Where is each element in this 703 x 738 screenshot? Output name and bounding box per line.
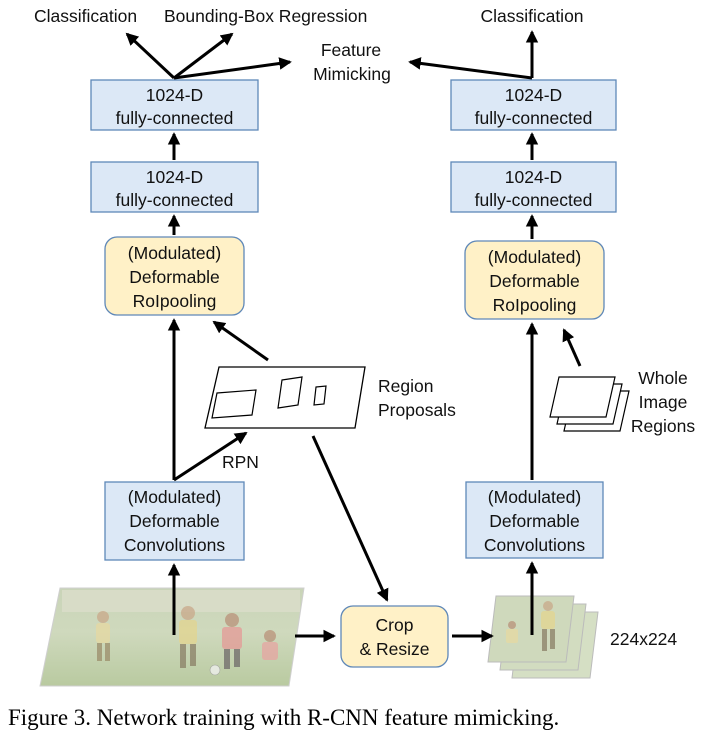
crop-resize-line2: & Resize	[359, 639, 429, 659]
cropped-region-stack	[487, 595, 599, 679]
bbox-regression-label: Bounding-Box Regression	[164, 6, 367, 26]
left-roipool-line3: RoIpooling	[133, 291, 217, 311]
left-conv-line2: Deformable	[129, 511, 219, 531]
right-roipool-line3: RoIpooling	[493, 295, 577, 315]
rpn-label: RPN	[222, 452, 259, 472]
left-fc-upper-line1: 1024-D	[146, 85, 203, 105]
input-image-soccer-photo	[39, 587, 305, 687]
arrows	[125, 30, 582, 643]
crop-resize-box: Crop & Resize	[340, 605, 449, 668]
right-fc-lower-box: 1024-D fully-connected	[450, 161, 617, 213]
left-fc-lower-line2: fully-connected	[116, 190, 234, 210]
whole-image-regions-stack	[549, 376, 630, 432]
whole-image-regions-line1: Whole	[638, 368, 688, 388]
left-roipool-box: (Modulated) Deformable RoIpooling	[104, 236, 245, 316]
feature-mimicking-label-line1: Feature	[321, 40, 381, 60]
left-conv-line3: Convolutions	[124, 535, 225, 555]
left-conv-line1: (Modulated)	[128, 487, 221, 507]
region-proposals-line2: Proposals	[378, 400, 456, 420]
right-conv-line3: Convolutions	[484, 535, 585, 555]
whole-image-regions-line3: Regions	[631, 416, 695, 436]
right-classification-label: Classification	[480, 6, 583, 26]
left-fc-lower-line1: 1024-D	[146, 167, 203, 187]
left-fc-lower-box: 1024-D fully-connected	[90, 161, 259, 213]
right-fc-upper-line2: fully-connected	[475, 108, 593, 128]
right-roipool-box: (Modulated) Deformable RoIpooling	[464, 240, 605, 320]
feature-mimicking-label-line2: Mimicking	[313, 64, 391, 84]
left-roipool-line1: (Modulated)	[128, 243, 221, 263]
figure-caption: Figure 3. Network training with R-CNN fe…	[8, 705, 559, 730]
right-conv-box: (Modulated) Deformable Convolutions	[465, 481, 604, 559]
right-conv-line2: Deformable	[489, 511, 579, 531]
right-fc-lower-line2: fully-connected	[475, 190, 593, 210]
left-fc-upper-line2: fully-connected	[116, 108, 234, 128]
right-fc-upper-box: 1024-D fully-connected	[450, 79, 617, 131]
crop-resize-line1: Crop	[376, 615, 414, 635]
region-proposals-line1: Region	[378, 376, 433, 396]
right-roipool-line2: Deformable	[489, 271, 579, 291]
crop-size-label: 224x224	[610, 629, 677, 649]
right-fc-upper-line1: 1024-D	[505, 85, 562, 105]
whole-image-regions-line2: Image	[639, 392, 688, 412]
right-conv-line1: (Modulated)	[488, 487, 581, 507]
left-roipool-line2: Deformable	[129, 267, 219, 287]
region-proposals-card	[204, 366, 366, 429]
right-roipool-line1: (Modulated)	[488, 247, 581, 267]
left-fc-upper-box: 1024-D fully-connected	[90, 79, 259, 131]
left-conv-box: (Modulated) Deformable Convolutions	[104, 481, 245, 561]
right-fc-lower-line1: 1024-D	[505, 167, 562, 187]
left-classification-label: Classification	[34, 6, 137, 26]
